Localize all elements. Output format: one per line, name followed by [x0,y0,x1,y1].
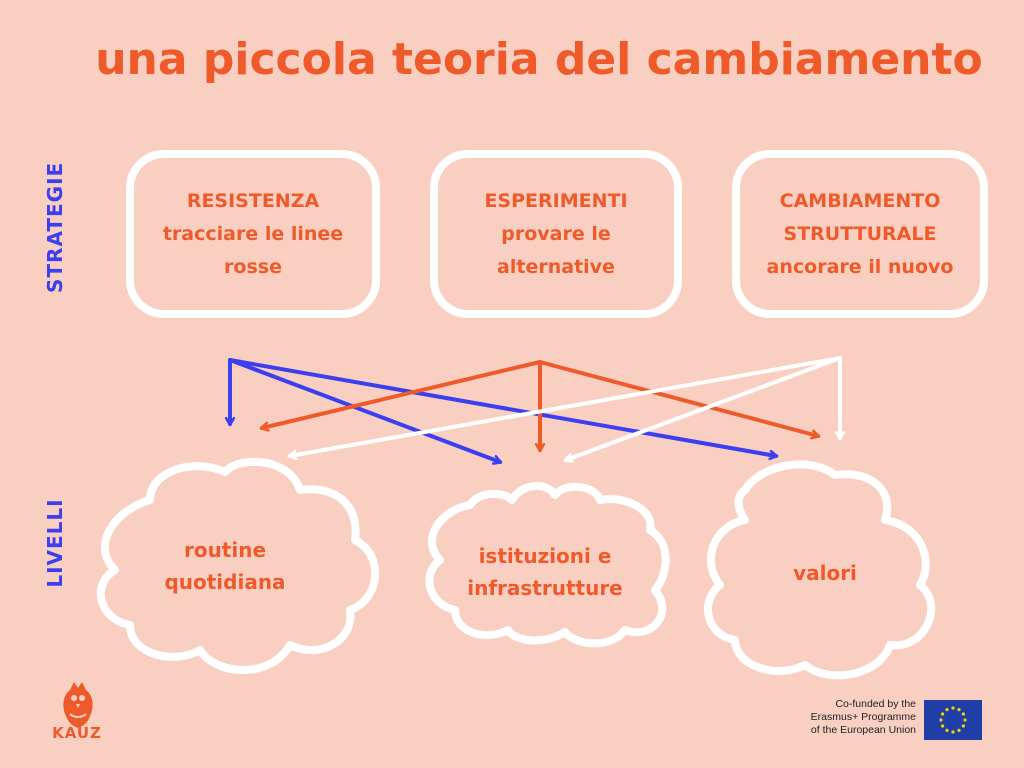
eu-flag-icon [924,700,982,740]
strategy-desc: ancorare il nuovo [766,255,954,278]
strategy-desc: tracciare le linee [162,222,344,245]
eu-star [945,728,949,732]
arrow-resistenza-to-valori [228,358,776,456]
cloud-istituzioni-infrastrutture [425,482,670,648]
eu-star [951,730,955,734]
eu-star [961,712,965,716]
strategy-title: ESPERIMENTI [484,189,628,212]
level-label-istituzioni: istituzioni e infrastrutture [467,544,623,600]
owl-icon [63,682,93,728]
strategy-box-cambiamento-strutturale: CAMBIAMENTO STRUTTURALE ancorare il nuov… [732,150,988,318]
eu-star [963,718,967,722]
strategy-title: CAMBIAMENTO [779,189,941,212]
strategy-desc: provare le [501,222,611,245]
cloud-valori [704,460,936,680]
eu-star [939,718,943,722]
strategy-box-resistenza: RESISTENZA tracciare le linee rosse [126,150,380,318]
strategy-title: STRUTTURALE [783,222,937,245]
eu-star [957,708,961,712]
page-title: una piccola teoria del cambiamento [95,34,983,85]
strategy-title: RESISTENZA [186,189,320,212]
strategy-desc: alternative [497,255,615,278]
level-label-routine: routine quotidiana [164,538,286,594]
eu-star [941,712,945,716]
arrow-resistenza-to-istituzioni [228,358,500,462]
eu-funding-text: Co-funded by the Erasmus+ Programme of t… [810,698,916,736]
eu-star [951,706,955,710]
level-label-valori: valori [793,561,857,585]
cloud-routine-quotidiana [96,457,380,674]
strategy-box-esperimenti: ESPERIMENTI provare le alternative [430,150,682,318]
eu-star [945,708,949,712]
arrow-cambiamento-to-istituzioni [566,356,842,460]
eu-star [941,724,945,728]
arrow-esperimenti-to-routine [262,360,542,428]
arrow-esperimenti-to-valori [538,360,818,436]
logo-text: KAUZ [52,724,102,742]
strategy-desc: rosse [224,255,282,278]
eu-star [961,724,965,728]
arrow-cambiamento-to-routine [290,356,842,456]
eu-star [957,728,961,732]
